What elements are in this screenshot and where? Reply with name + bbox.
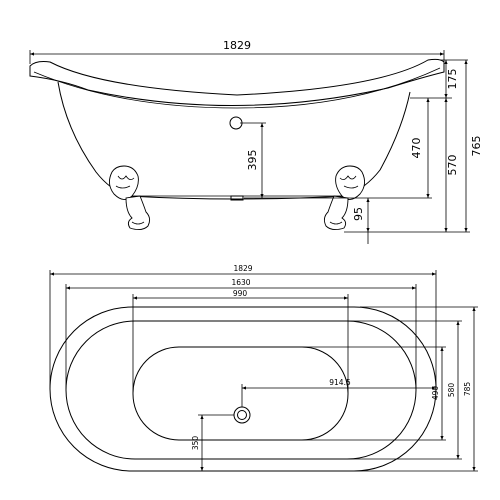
tub-inner-rim: [65, 320, 417, 460]
dim-side-overflow-height: 395: [246, 150, 259, 171]
left-claw-foot: [109, 165, 151, 231]
top-view: 1829 1630 990 914.5 490 580 785: [49, 264, 478, 472]
dim-side-total-height: 765: [470, 136, 483, 157]
right-claw-foot: [323, 165, 365, 231]
top-drain-inner: [237, 410, 247, 420]
dim-top-overall-length: 1829: [233, 264, 252, 273]
top-drain-outer: [233, 406, 251, 424]
dim-top-overall-width: 785: [463, 382, 472, 397]
dim-side-height-to-rim: 570: [446, 155, 459, 176]
dim-top-drain-from-edge: 350: [191, 436, 200, 451]
dim-top-bottom-width: 490: [431, 386, 440, 401]
dim-top-bottom-length: 990: [233, 289, 248, 298]
tub-outer-rim: [49, 306, 437, 472]
tub-body-outline: [57, 81, 411, 200]
dim-side-rim-thickness: 175: [446, 69, 459, 90]
dim-side-overall-length: 1829: [223, 39, 251, 52]
dim-top-inner-width: 580: [447, 383, 456, 398]
tub-rim-inner-line: [33, 67, 441, 109]
side-view: 1829 175 765 570 470 395 95: [29, 39, 483, 244]
dim-side-inner-depth: 470: [410, 138, 423, 159]
tub-bottom: [132, 346, 349, 441]
dim-top-inner-length: 1630: [231, 278, 250, 287]
tub-rim-outline: [29, 58, 445, 106]
dim-side-leg-clearance: 95: [352, 207, 365, 221]
bottom-drain: [230, 195, 244, 201]
dim-top-drain-offset: 914.5: [329, 378, 351, 387]
